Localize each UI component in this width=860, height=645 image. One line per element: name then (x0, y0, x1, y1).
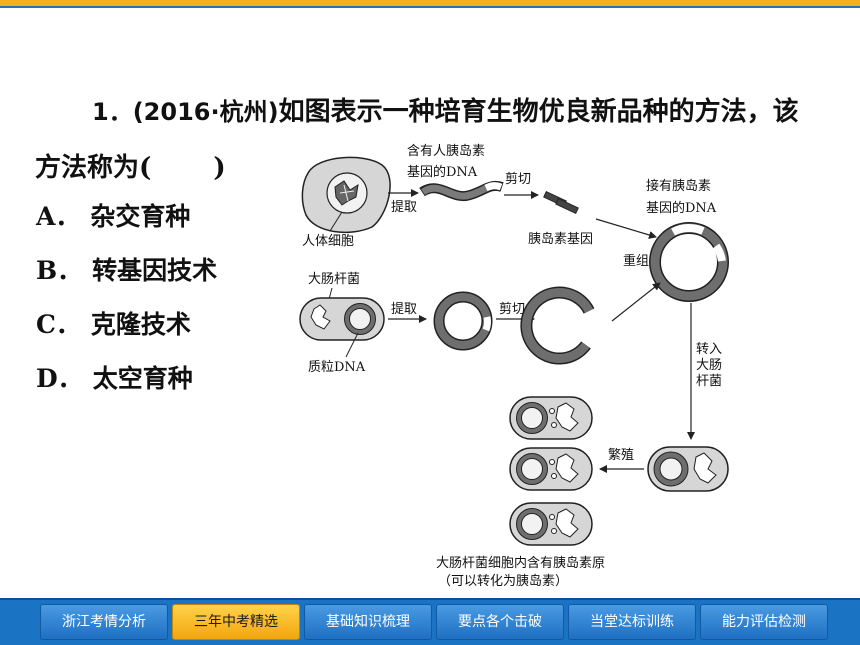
option-text: 转基因技术 (92, 256, 218, 285)
question-text-part2: 方法称为( (35, 153, 152, 183)
question-stem: 1．(2016·杭州)如图表示一种培育生物优良新品种的方法，该 方法称为() (35, 84, 835, 196)
transformed-ecoli (647, 446, 729, 492)
nav-tab-1[interactable]: 三年中考精选 (172, 604, 300, 640)
transfer-label-1: 转入 (696, 342, 722, 357)
transfer-label-3: 杆菌 (696, 374, 722, 389)
opened-plasmid (520, 286, 595, 365)
nav-tab-3[interactable]: 要点各个击破 (436, 604, 564, 640)
gene-dna-label-line1: 含有人胰岛素 (407, 143, 485, 159)
question-number: 1． (92, 98, 133, 126)
recombine-label: 重组 (623, 253, 649, 269)
human-cell-figure (301, 156, 391, 234)
question-text-part1: 如图表示一种培育生物优良新品种的方法，该 (278, 97, 799, 127)
cut-label-1: 剪切 (505, 171, 531, 187)
extract-label-2: 提取 (391, 301, 417, 317)
offspring-ecoli-2 (509, 447, 593, 491)
plasmid-label-line (345, 332, 359, 358)
option-c[interactable]: C． 克隆技术 (36, 305, 191, 341)
option-text: 太空育种 (92, 364, 193, 393)
connected-dna-label-line2: 基因的DNA (646, 200, 717, 216)
nav-tab-2[interactable]: 基础知识梳理 (304, 604, 432, 640)
isolated-plasmid (433, 291, 493, 351)
option-text: 克隆技术 (90, 310, 191, 339)
insulin-gene-fragment (543, 190, 579, 215)
plasmid-label: 质粒DNA (308, 360, 366, 375)
top-accent-line (0, 6, 860, 8)
arrow-opened-to-recombinant (611, 282, 661, 322)
nav-tab-4[interactable]: 当堂达标训练 (568, 604, 696, 640)
arrow-to-recombinant (595, 218, 657, 239)
option-letter: C． (36, 310, 81, 339)
connected-dna-label-line1: 接有胰岛素 (646, 178, 711, 194)
offspring-ecoli-1 (509, 396, 593, 440)
human-dna-strand (419, 181, 504, 202)
bottom-nav: 浙江考情分析 三年中考精选 基础知识梳理 要点各个击破 当堂达标训练 能力评估检… (0, 598, 860, 645)
nav-tab-5[interactable]: 能力评估检测 (700, 604, 828, 640)
top-accent-bar (0, 0, 860, 6)
reproduce-label: 繁殖 (608, 447, 634, 463)
question-source: (2016·杭州) (132, 98, 279, 126)
offspring-ecoli-3 (509, 502, 593, 546)
transfer-label-2: 大肠 (696, 358, 722, 373)
transgenic-diagram: 人体细胞 提取 含有人胰岛素 基因的DNA 剪切 胰岛素基因 接有胰岛素 基因的… (299, 143, 729, 589)
human-cell-label: 人体细胞 (302, 234, 354, 249)
option-letter: B． (36, 256, 83, 285)
recombinant-plasmid (649, 222, 729, 302)
ecoli-label: 大肠杆菌 (308, 272, 360, 287)
gene-dna-label-line2: 基因的DNA (407, 164, 478, 180)
insulin-gene-label: 胰岛素基因 (528, 231, 593, 247)
ecoli-cell-figure (299, 297, 385, 341)
human-cell-label-line (329, 211, 343, 232)
option-text: 杂交育种 (90, 202, 191, 231)
question-text-end: ) (213, 153, 226, 183)
cut-label-2: 剪切 (499, 301, 525, 317)
option-b[interactable]: B． 转基因技术 (36, 251, 217, 287)
extract-label-1: 提取 (391, 199, 417, 215)
result-label-line1: 大肠杆菌细胞内含有胰岛素原 (436, 555, 605, 571)
option-d[interactable]: D． 太空育种 (36, 359, 193, 395)
result-label-line2: （可以转化为胰岛素） (438, 573, 568, 589)
nav-tab-0[interactable]: 浙江考情分析 (40, 604, 168, 640)
option-letter: A． (36, 202, 81, 231)
option-a[interactable]: A． 杂交育种 (36, 197, 190, 233)
option-letter: D． (36, 364, 83, 393)
